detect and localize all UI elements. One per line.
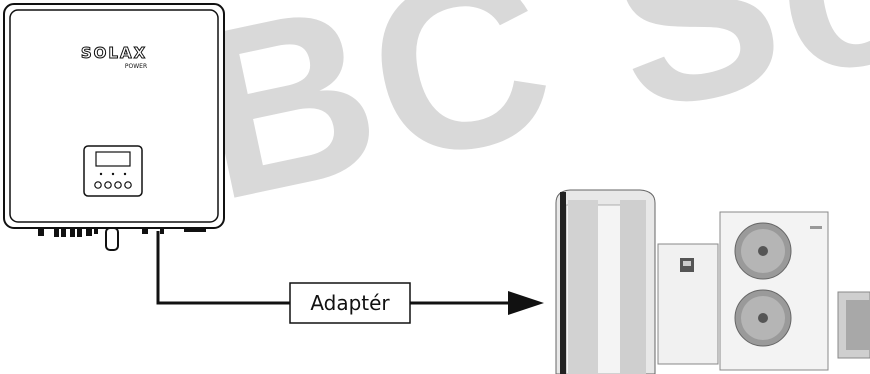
arrow-head [508, 291, 544, 315]
adapter-label: Adaptér [310, 291, 390, 315]
inverter: SOLAX POWER [3, 3, 225, 251]
outdoor-unit [719, 211, 829, 371]
side-unit [837, 291, 870, 359]
indoor-unit [657, 243, 719, 365]
adapter-box [289, 282, 411, 324]
inverter-connectors [38, 228, 206, 237]
hot-water-tank [555, 189, 656, 374]
signal-line [156, 231, 512, 305]
svg-text:SOLAX: SOLAX [81, 44, 147, 62]
solax-logo: SOLAX POWER [80, 44, 147, 71]
inverter-cable-gland [105, 227, 119, 251]
display-panel [83, 145, 143, 197]
svg-text:POWER: POWER [125, 63, 147, 70]
heat-pump-system [555, 189, 870, 374]
